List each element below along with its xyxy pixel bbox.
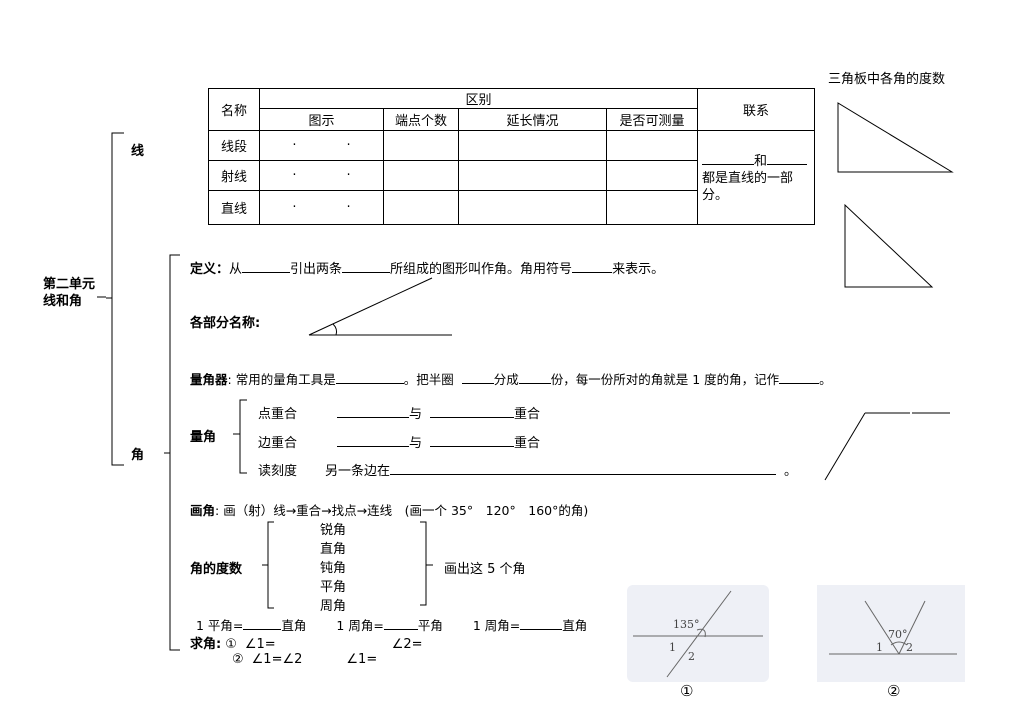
- figure-2-label-2: 2: [906, 641, 913, 654]
- measure-step-2: 边重合与重合: [258, 432, 540, 451]
- measure-label: 量角: [190, 430, 217, 445]
- figure-2-drawing: [829, 600, 957, 655]
- triangle-title: 三角板中各角的度数: [828, 72, 946, 87]
- unit-title-line1: 第二单元: [43, 277, 96, 292]
- row-name: 直线: [208, 190, 260, 225]
- find-angle-line-1: 求角:①∠1=∠2=: [190, 637, 423, 652]
- col-name: 名称: [208, 88, 260, 131]
- figure-2-angle-label: 70°: [888, 628, 908, 641]
- sub-col: 是否可测量: [606, 108, 698, 131]
- degree-item: 锐角: [320, 523, 347, 538]
- parts-label: 各部分名称:: [190, 316, 261, 331]
- degree-item: 直角: [320, 542, 347, 557]
- draw-these-text: 画出这 5 个角: [444, 562, 526, 577]
- measure-step-3: 读刻度另一条边在。: [258, 460, 797, 479]
- degrees-label: 角的度数: [190, 562, 243, 577]
- line-comparison-table: 名称 区别 联系 图示 端点个数 延长情况 是否可测量 线段 ·· 和 都是直线…: [208, 88, 815, 225]
- degree-item: 周角: [320, 599, 347, 614]
- degree-item: 平角: [320, 580, 347, 595]
- figure-1-label-1: 1: [669, 641, 676, 654]
- row-figure: ··: [259, 190, 384, 225]
- row-figure: ··: [259, 160, 384, 191]
- sub-col: 图示: [259, 108, 384, 131]
- sub-col: 延长情况: [458, 108, 607, 131]
- col-diff: 区别: [259, 88, 698, 109]
- figure-1-caption: ①: [680, 682, 694, 700]
- figure-1-panel: [627, 585, 769, 682]
- degree-item: 钝角: [320, 561, 347, 576]
- row-name: 线段: [208, 130, 260, 161]
- branch-line-label: 线: [131, 144, 145, 159]
- protractor-line: 量角器: 常用的量角工具是。把半圈分成份，每一份所对的角就是 1 度的角，记作。: [190, 372, 832, 387]
- figure-1-drawing: [633, 590, 763, 678]
- link-cell: 和 都是直线的一部 分。: [697, 130, 815, 225]
- figure-2-panel: [817, 585, 965, 682]
- figure-2-caption: ②: [887, 682, 901, 700]
- row-name: 射线: [208, 160, 260, 191]
- figure-2-label-1: 1: [876, 641, 883, 654]
- col-link: 联系: [697, 88, 815, 131]
- branch-angle-label: 角: [131, 448, 145, 463]
- figure-1-angle-label: 135°: [673, 618, 700, 631]
- draw-angle-line: 画角: 画（射）线→重合→找点→连线 (画一个 35° 120° 160°的角): [190, 503, 589, 518]
- sub-col: 端点个数: [383, 108, 459, 131]
- find-angle-line-2: ②∠1=∠2∠1=: [232, 652, 378, 667]
- measure-step-1: 点重合与重合: [258, 403, 540, 422]
- row-figure: ··: [259, 130, 384, 161]
- figure-1-label-2: 2: [688, 650, 695, 663]
- definition-line: 定义：从引出两条所组成的图形叫作角。角用符号来表示。: [190, 258, 664, 277]
- unit-title-line2: 线和角: [43, 294, 83, 309]
